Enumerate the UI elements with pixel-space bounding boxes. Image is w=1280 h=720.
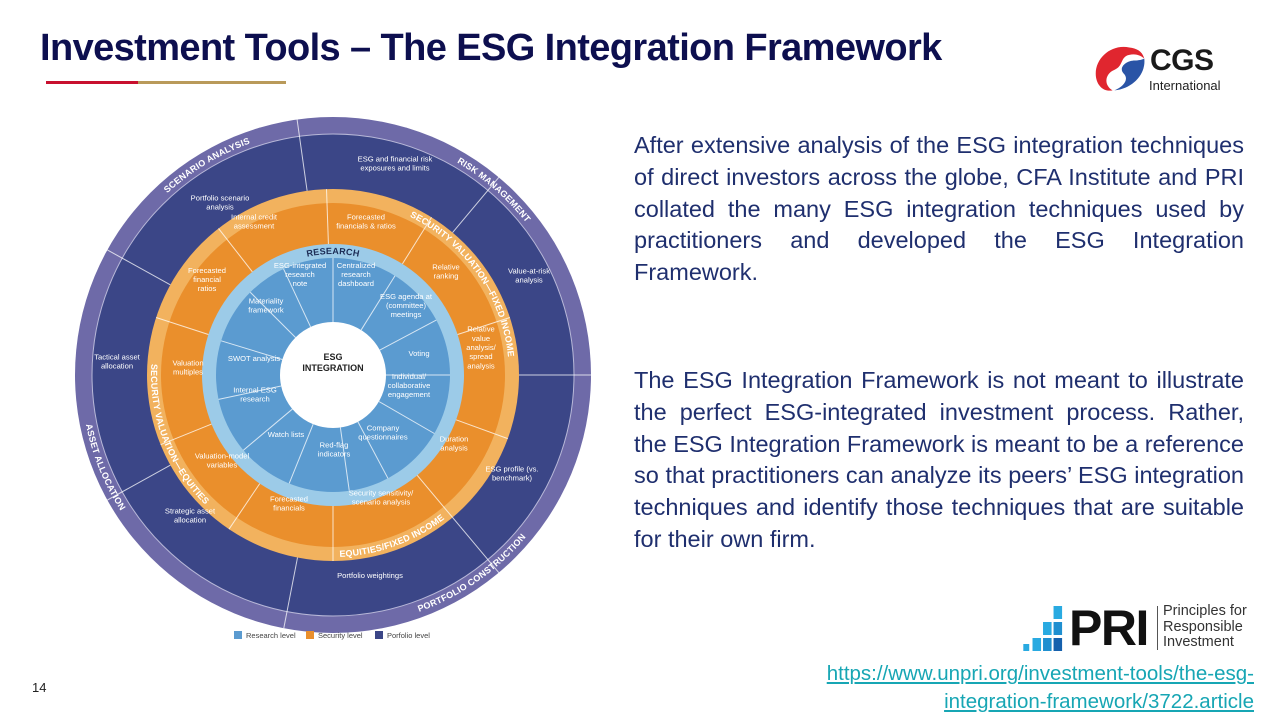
pri-desc-line: Investment — [1163, 634, 1234, 650]
page-number: 14 — [32, 680, 47, 695]
esg-framework-diagram: ESG INTEGRATION SCENARIO ANALYSIS RISK M… — [75, 117, 591, 640]
pri-logo: PRI Principles for Responsible Investmen… — [1022, 600, 1258, 656]
pri-desc-line: Principles for — [1163, 603, 1247, 619]
center-label-2: INTEGRATION — [302, 363, 363, 373]
segment-divider — [339, 427, 350, 491]
legend-swatch-portfolio — [375, 631, 383, 639]
source-link[interactable]: https://www.unpri.org/investment-tools/t… — [827, 660, 1254, 716]
center-circle — [280, 322, 386, 428]
pri-logo-mark: PRI — [1069, 600, 1149, 656]
segment-divider — [401, 216, 432, 265]
segment-divider — [218, 385, 282, 400]
legend-swatch-security — [306, 631, 314, 639]
segment-divider — [452, 177, 500, 233]
source-link-line-2[interactable]: integration-framework/3722.article — [944, 690, 1254, 713]
segment-divider — [218, 228, 253, 273]
segment-divider — [416, 475, 453, 518]
cgs-logo-sub: International — [1149, 78, 1221, 93]
segment-divider — [228, 483, 261, 530]
segment-label-sensitivity: Security sensitivity/scenario analysis — [349, 488, 414, 506]
page-title: Investment Tools – The ESG Integration F… — [40, 27, 942, 69]
legend-research: Research level — [246, 631, 296, 640]
segment-divider — [379, 319, 437, 351]
center-label-1: ESG — [323, 352, 342, 362]
segment-divider — [455, 419, 508, 440]
segment-label-watch: Watch lists — [268, 430, 305, 439]
pri-blocks-icon — [1023, 606, 1063, 651]
cgs-logo-name: CGS — [1150, 44, 1214, 77]
legend-security: Security level — [318, 631, 363, 640]
segment-divider — [296, 119, 308, 191]
cgs-logo: CGS International — [1092, 40, 1242, 96]
pri-desc-line: Responsible — [1163, 618, 1243, 635]
segment-divider — [357, 421, 389, 479]
segment-divider — [283, 557, 299, 629]
title-underline-red — [46, 81, 138, 84]
segment-divider — [360, 275, 396, 331]
segment-divider — [220, 340, 283, 360]
segment-divider — [288, 423, 314, 484]
source-link-line-1[interactable]: https://www.unpri.org/investment-tools/t… — [826, 662, 1254, 685]
segment-label-weightings: Portfolio weightings — [337, 571, 403, 580]
segment-divider — [457, 317, 511, 335]
pri-logo-desc: Principles for Responsible Investment — [1163, 603, 1247, 651]
segment-divider — [160, 423, 212, 446]
cgs-swirl-icon — [1095, 46, 1145, 91]
legend-swatch-research — [234, 631, 242, 639]
segment-label-swot: SWOT analysis — [228, 354, 280, 363]
segment-divider — [326, 189, 329, 245]
segment-divider — [378, 401, 435, 434]
pri-logo-separator — [1157, 606, 1158, 650]
segment-divider — [107, 464, 171, 501]
legend-portfolio: Porfolio level — [387, 631, 430, 640]
paragraph-2: The ESG Integration Framework is not mea… — [634, 367, 1244, 552]
segment-divider — [283, 268, 312, 328]
segment-label-esg-profile: ESG profile (vs.benchmark) — [485, 464, 538, 482]
segment-divider — [155, 317, 209, 335]
segment-divider — [243, 408, 293, 451]
paragraph-1: After extensive analysis of the ESG inte… — [634, 132, 1244, 286]
title-underline-gold — [138, 81, 286, 84]
segment-label-agenda: ESG agenda at(committee)meetings — [380, 292, 433, 319]
segment-divider — [452, 517, 500, 573]
segment-divider — [249, 291, 296, 338]
segment-label-voting: Voting — [408, 349, 429, 358]
segment-divider — [107, 249, 171, 286]
